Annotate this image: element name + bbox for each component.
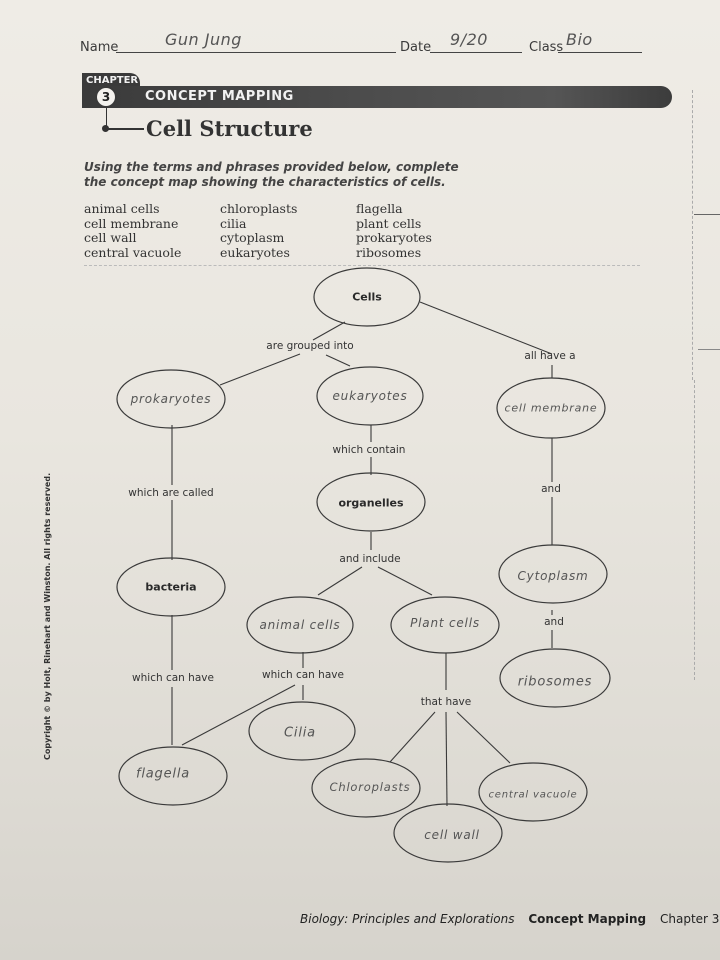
node-chloroplasts-shape — [311, 758, 421, 818]
term-column-2: chloroplasts cilia cytoplasm eukaryotes — [220, 201, 298, 260]
term: cell membrane — [84, 215, 179, 231]
term: eukaryotes — [220, 244, 290, 260]
node-central-vacuole-shape — [478, 762, 588, 822]
node-animal-cells[interactable]: animal cells — [259, 618, 341, 632]
node-chloroplasts[interactable]: Chloroplasts — [329, 780, 411, 794]
link-are-grouped-into: are grouped into — [266, 340, 354, 352]
node-cilia[interactable]: Cilia — [284, 725, 316, 741]
term: cytoplasm — [220, 230, 285, 245]
term: plant cells — [356, 215, 422, 231]
link-which-can-have: which can have — [132, 672, 214, 684]
date-field-line[interactable] — [430, 52, 522, 53]
class-label: Class — [529, 40, 564, 55]
copyright-notice: Copyright © by Holt, Rinehart and Winsto… — [43, 472, 52, 760]
node-animal-cells-shape — [246, 596, 354, 654]
chapter-number-badge: 3 — [95, 86, 117, 108]
node-eukaryotes-shape — [316, 366, 424, 426]
term-column-1: animal cells cell membrane cell wall cen… — [84, 201, 182, 260]
node-ribosomes-shape — [499, 648, 611, 708]
class-value[interactable]: Bio — [566, 30, 593, 49]
node-prokaryotes[interactable]: prokaryotes — [130, 392, 212, 406]
edge-tick — [698, 349, 720, 350]
term-divider — [84, 265, 640, 266]
date-label: Date — [400, 40, 432, 55]
connector — [312, 321, 346, 341]
node-central-vacuole[interactable]: central vacuole — [488, 789, 578, 801]
name-field-line[interactable] — [116, 52, 396, 53]
footer-section: Concept Mapping — [528, 912, 647, 926]
footer-chapter: Chapter 3 — [659, 912, 720, 926]
term: central vacuole — [84, 244, 182, 260]
link-and: and — [544, 616, 564, 628]
instructions: Using the terms and phrases provided bel… — [84, 160, 459, 189]
title-connector — [106, 108, 107, 128]
link-all-have-a: all have a — [524, 350, 576, 362]
link-that-have: that have — [420, 696, 472, 708]
footer-book-title: Biology: Principles and Explorations — [300, 912, 515, 926]
name-value[interactable]: Gun Jung — [165, 30, 242, 49]
link-which-contain: which contain — [332, 444, 406, 456]
connector — [456, 711, 511, 764]
node-bacteria-shape — [116, 557, 226, 617]
connector — [317, 566, 363, 596]
node-plant-cells[interactable]: Plant cells — [410, 616, 480, 630]
node-prokaryotes-shape — [116, 369, 226, 429]
node-bacteria: bacteria — [145, 580, 197, 594]
edge-tick — [694, 214, 720, 215]
term: cell wall — [84, 230, 137, 245]
node-plant-cells-shape — [390, 596, 500, 654]
term: animal cells — [84, 201, 160, 216]
link-and: and — [541, 483, 561, 495]
term: ribosomes — [356, 244, 422, 260]
connector — [389, 711, 436, 763]
term: chloroplasts — [220, 201, 298, 216]
term: cilia — [220, 215, 247, 231]
connector — [377, 566, 433, 596]
link-and-include: and include — [339, 553, 401, 565]
link-which-are-called: which are called — [128, 487, 214, 499]
node-flagella-shape — [118, 746, 228, 806]
node-cell-membrane[interactable]: cell membrane — [504, 401, 598, 415]
term: prokaryotes — [356, 230, 432, 245]
name-label: Name — [80, 40, 119, 55]
connector — [219, 353, 301, 386]
link-which-can-have: which can have — [262, 669, 344, 681]
node-organelles-shape — [316, 472, 426, 532]
node-cytoplasm-shape — [498, 544, 608, 604]
connector — [325, 354, 351, 367]
node-cells-shape — [313, 267, 421, 327]
node-ribosomes[interactable]: ribosomes — [517, 674, 593, 690]
node-cell-wall-shape — [393, 803, 503, 863]
node-flagella[interactable]: flagella — [136, 766, 190, 782]
node-eukaryotes[interactable]: eukaryotes — [332, 389, 408, 403]
term-column-3: flagella plant cells prokaryotes ribosom… — [356, 201, 432, 260]
connector — [445, 711, 448, 807]
date-value[interactable]: 9/20 — [450, 30, 488, 49]
edge-guide — [692, 90, 693, 380]
page-title: Cell Structure — [146, 116, 313, 141]
node-organelles: organelles — [338, 496, 404, 510]
node-cytoplasm[interactable]: Cytoplasm — [517, 569, 589, 583]
node-cells: Cells — [352, 290, 382, 304]
node-cilia-shape — [248, 701, 356, 761]
connector — [181, 684, 296, 746]
node-cell-wall[interactable]: cell wall — [424, 828, 480, 842]
chapter-tab: CHAPTER — [82, 73, 140, 89]
chapter-banner — [82, 86, 672, 108]
class-field-line[interactable] — [558, 52, 642, 53]
term: flagella — [356, 201, 403, 216]
title-bullet-icon — [102, 125, 109, 132]
title-rule — [108, 128, 144, 130]
section-title: CONCEPT MAPPING — [145, 89, 294, 104]
edge-guide — [694, 380, 695, 680]
page-footer: Biology: Principles and Explorations Con… — [300, 912, 720, 926]
connector — [419, 301, 553, 355]
node-cell-membrane-shape — [496, 377, 606, 439]
